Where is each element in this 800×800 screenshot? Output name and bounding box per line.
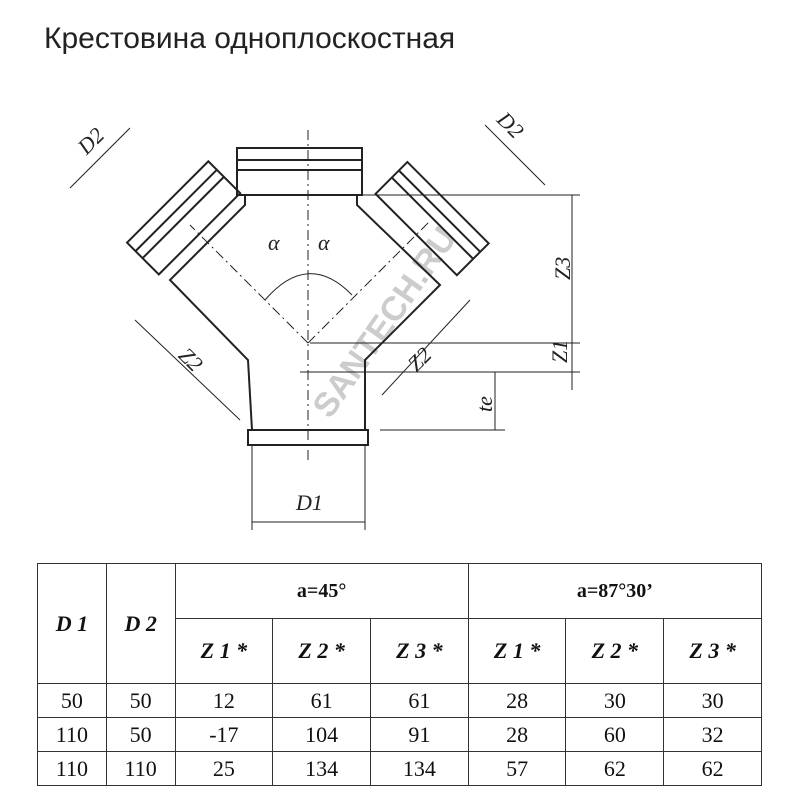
header-z2: Z 2 * — [272, 618, 371, 684]
cell: 91 — [370, 717, 469, 752]
header-z1: Z 1 * — [467, 618, 567, 684]
left-socket — [125, 159, 242, 276]
cell: 30 — [663, 683, 762, 718]
header-z3: Z 3 * — [370, 618, 469, 684]
cell: 62 — [565, 751, 665, 786]
cell: 32 — [663, 717, 762, 752]
cell: 12 — [174, 683, 274, 718]
fitting-body — [168, 195, 442, 431]
cell: 50 — [37, 683, 107, 718]
cell: 50 — [105, 683, 176, 718]
label-te: te — [472, 396, 497, 412]
cell: 25 — [174, 751, 274, 786]
header-angle-45: a=45° — [174, 563, 469, 619]
top-socket — [236, 147, 363, 196]
cell: 110 — [37, 751, 107, 786]
label-z2-left: Z2 — [174, 342, 208, 376]
cell: 62 — [663, 751, 762, 786]
cell: -17 — [174, 717, 274, 752]
label-alpha-right: α — [318, 230, 330, 255]
cell: 28 — [467, 717, 567, 752]
cross-fitting-drawing: SANTECH.RU D2 D2 Z3 Z1 Z2 Z2 te D1 α α — [69, 106, 580, 530]
cell: 104 — [272, 717, 371, 752]
header-d1: D 1 — [37, 563, 107, 684]
header-z3: Z 3 * — [663, 618, 762, 684]
header-z2: Z 2 * — [565, 618, 665, 684]
cell: 110 — [37, 717, 107, 752]
cell: 61 — [370, 683, 469, 718]
cell: 134 — [272, 751, 371, 786]
cell: 110 — [105, 751, 176, 786]
cell: 61 — [272, 683, 371, 718]
cell: 57 — [467, 751, 567, 786]
label-z1: Z1 — [547, 340, 572, 363]
cell: 60 — [565, 717, 665, 752]
label-d1: D1 — [295, 490, 323, 515]
header-angle-87: a=87°30’ — [467, 563, 763, 619]
label-z2-right: Z2 — [402, 342, 436, 376]
header-z1: Z 1 * — [174, 618, 274, 684]
page-title: Крестовина одноплоскостная — [44, 22, 456, 55]
dimensions-table: D 1 D 2 a=45° a=87°30’ Z 1 * Z 2 * Z 3 *… — [37, 563, 763, 786]
cell: 28 — [467, 683, 567, 718]
header-d2: D 2 — [105, 563, 176, 684]
cell: 134 — [370, 751, 469, 786]
right-socket — [374, 160, 491, 277]
label-alpha-left: α — [268, 230, 280, 255]
cell: 50 — [105, 717, 176, 752]
cell: 30 — [565, 683, 665, 718]
label-z3: Z3 — [550, 257, 575, 280]
